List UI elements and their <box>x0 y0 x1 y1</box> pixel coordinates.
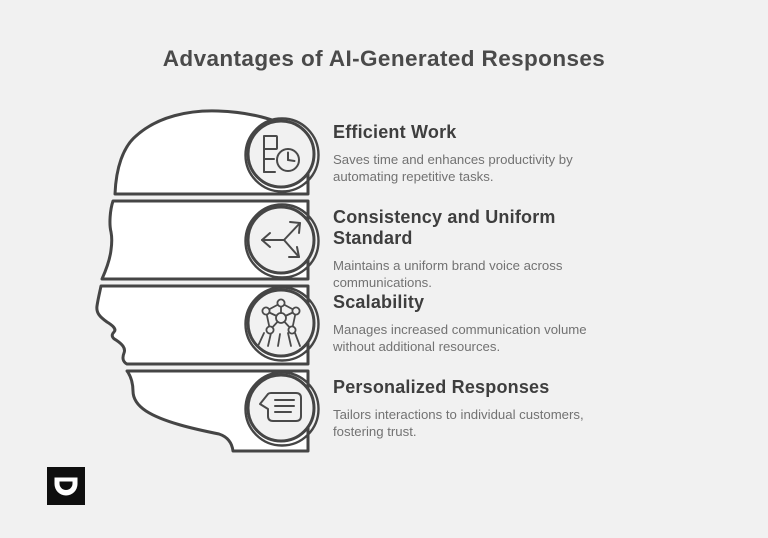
network-nodes-icon <box>257 298 301 347</box>
item-heading: Scalability <box>333 292 425 312</box>
list-item: Consistency and Uniform Standard Maintai… <box>333 207 633 291</box>
list-item: Efficient Work Saves time and enhances p… <box>333 122 633 185</box>
head-profile-illustration <box>95 109 320 453</box>
icon-ring-4 <box>244 371 320 447</box>
item-description: Maintains a uniform brand voice across c… <box>333 258 563 290</box>
list-item: Scalability Manages increased communicat… <box>333 292 633 355</box>
icon-ring-2 <box>244 203 320 279</box>
icon-ring-3 <box>244 286 320 362</box>
page-title: Advantages of AI-Generated Responses <box>162 46 606 71</box>
cube-arrows-icon <box>261 221 301 258</box>
list-item: Personalized Responses Tailors interacti… <box>333 377 633 440</box>
item-heading: Efficient Work <box>333 122 457 142</box>
item-description: Saves time and enhances productivity by … <box>333 152 573 184</box>
brand-logo-icon <box>47 467 85 505</box>
brand-logo <box>47 467 85 505</box>
item-heading: Consistency and Uniform Standard <box>333 207 556 248</box>
document-clock-icon <box>263 135 300 173</box>
item-description: Manages increased communication volume w… <box>333 322 587 354</box>
icon-circle-4 <box>246 373 316 443</box>
item-heading: Personalized Responses <box>333 377 550 397</box>
chat-bubble-icon <box>259 392 302 422</box>
icon-ring-1 <box>244 117 320 193</box>
item-description: Tailors interactions to individual custo… <box>333 407 584 439</box>
